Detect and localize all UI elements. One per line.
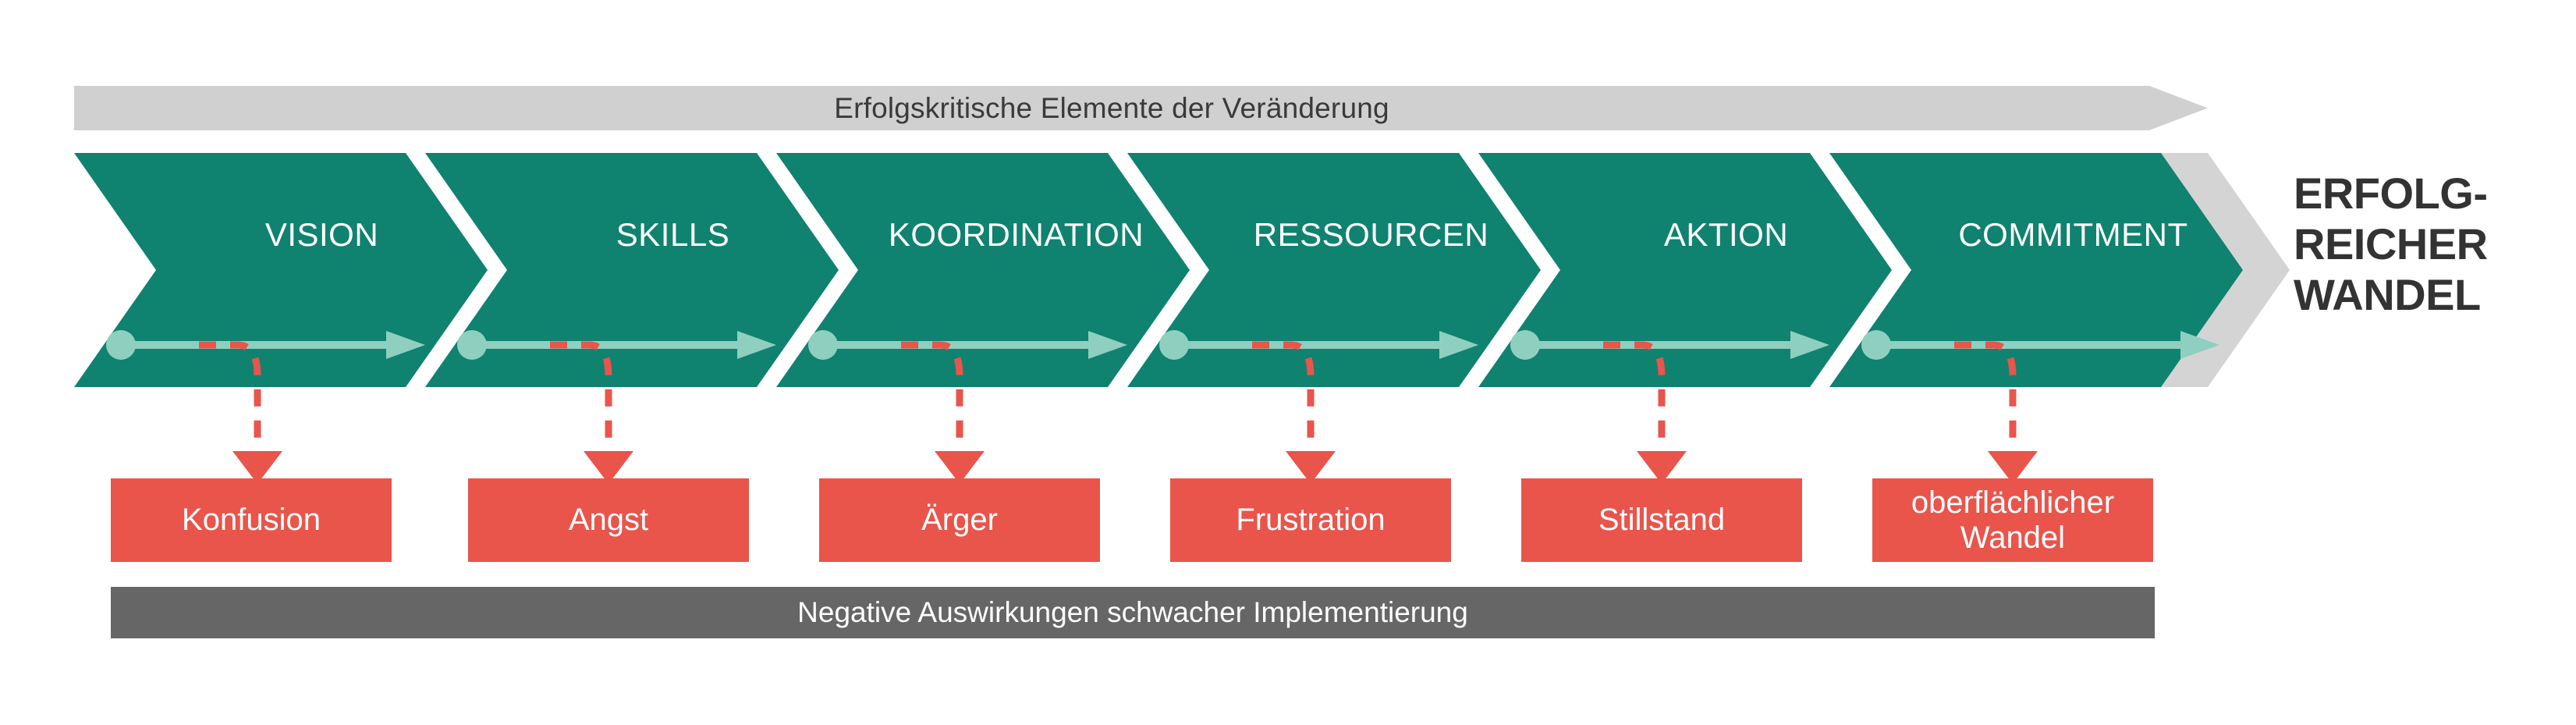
effect-label: Konfusion xyxy=(182,503,321,538)
outcome-line-3: WANDEL xyxy=(2294,269,2481,319)
effect-box-konfusion[interactable]: Konfusion xyxy=(111,478,392,562)
chevron-shape-3 xyxy=(776,153,1190,387)
bottom-banner-label: Negative Auswirkungen schwacher Implemen… xyxy=(797,596,1468,628)
effect-box-angst[interactable]: Angst xyxy=(468,478,749,562)
effect-label: Frustration xyxy=(1236,503,1386,538)
effect-box-oberflaechlicher-wandel[interactable]: oberflächlicher Wandel xyxy=(1872,478,2153,562)
outcome-label: ERFOLG- REICHER WANDEL xyxy=(2294,169,2559,321)
chevron-band: VISION SKILLS KOORDINATION RESSOURCEN AK… xyxy=(0,153,2576,387)
top-banner: Erfolgskritische Elemente der Veränderun… xyxy=(74,86,2208,130)
chevron-shape-2 xyxy=(425,153,839,387)
effect-box-frustration[interactable]: Frustration xyxy=(1170,478,1451,562)
chevron-shape-4 xyxy=(1127,153,1541,387)
effect-label: Ärger xyxy=(921,503,998,538)
progress-arrow-6 xyxy=(1861,330,2219,360)
chevron-shape-5 xyxy=(1478,153,1892,387)
chevron-shape-6 xyxy=(1829,153,2243,387)
effect-box-stillstand[interactable]: Stillstand xyxy=(1521,478,1802,562)
effect-label: oberflächlicher Wandel xyxy=(1911,485,2115,555)
chevron-shape-1 xyxy=(74,153,488,387)
outcome-line-2: REICHER xyxy=(2294,219,2488,268)
effect-label: Angst xyxy=(568,503,649,538)
top-banner-shape xyxy=(74,86,2208,130)
bottom-banner: Negative Auswirkungen schwacher Implemen… xyxy=(111,587,2155,638)
outcome-line-1: ERFOLG- xyxy=(2294,169,2488,218)
top-banner-label: Erfolgskritische Elemente der Veränderun… xyxy=(834,91,1389,124)
effect-label: Stillstand xyxy=(1598,503,1726,538)
effect-box-aerger[interactable]: Ärger xyxy=(819,478,1100,562)
